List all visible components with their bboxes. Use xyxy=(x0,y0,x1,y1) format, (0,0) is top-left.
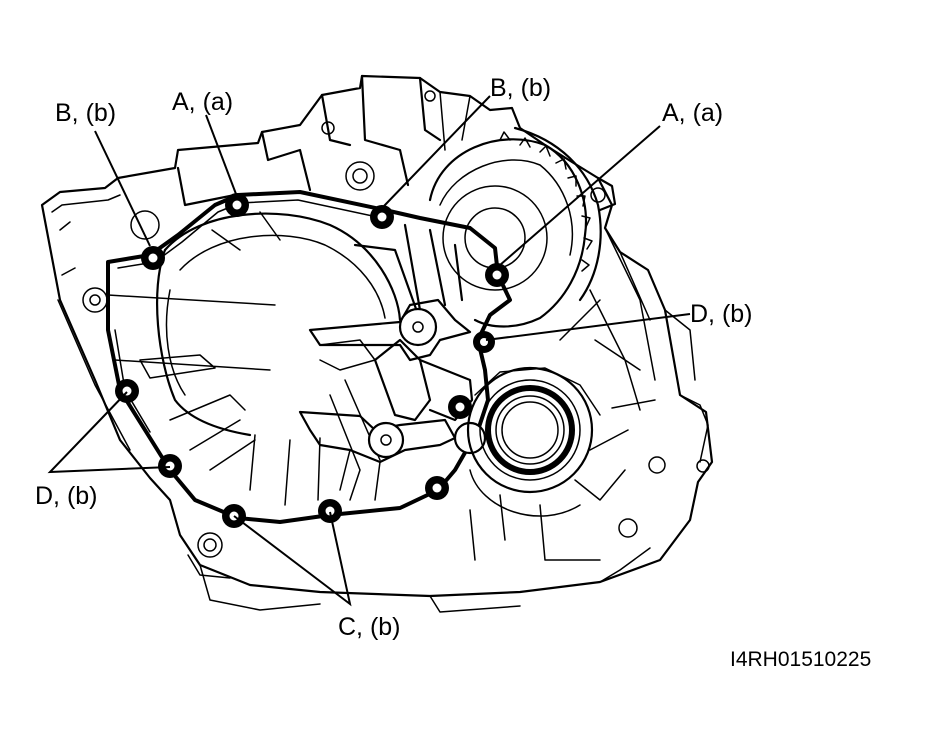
bolt-a-left xyxy=(225,193,249,217)
bolt-d-right xyxy=(473,331,495,353)
bolt-b-left xyxy=(141,246,165,270)
bolt-inner xyxy=(448,395,472,419)
callout-d-left: D, (b) xyxy=(35,482,98,510)
bolt-d-left-lower xyxy=(158,454,182,478)
callout-a-right: A, (a) xyxy=(662,99,723,127)
output-seal xyxy=(466,299,656,561)
callout-c-bottom: C, (b) xyxy=(338,613,401,641)
bolt-c-middle xyxy=(318,499,342,523)
bolt-c-right xyxy=(425,476,449,500)
callout-d-right: D, (b) xyxy=(690,300,753,328)
callout-b-top: B, (b) xyxy=(490,74,551,102)
leader-lines xyxy=(47,95,691,607)
leader-a-right xyxy=(499,125,661,266)
leader-d-left xyxy=(47,391,171,474)
leader-d-right xyxy=(485,313,691,341)
image-code: I4RH01510225 xyxy=(730,648,871,671)
leader-b-top xyxy=(383,95,491,207)
final-drive-gear xyxy=(428,131,593,328)
clutch-housing xyxy=(107,211,402,506)
callout-b-left: B, (b) xyxy=(55,99,116,127)
callout-a-left: A, (a) xyxy=(172,88,233,116)
leader-c-bottom xyxy=(233,511,352,607)
leader-b-left xyxy=(94,130,151,247)
transaxle-housing xyxy=(40,74,714,613)
bolt-b-top xyxy=(370,205,394,229)
callout-labels: B, (b) A, (a) B, (b) A, (a) D, (b) D, (b… xyxy=(35,74,753,641)
leader-a-left xyxy=(205,114,237,195)
bolt-a-right xyxy=(485,263,509,287)
mounting-bracket xyxy=(298,223,487,501)
